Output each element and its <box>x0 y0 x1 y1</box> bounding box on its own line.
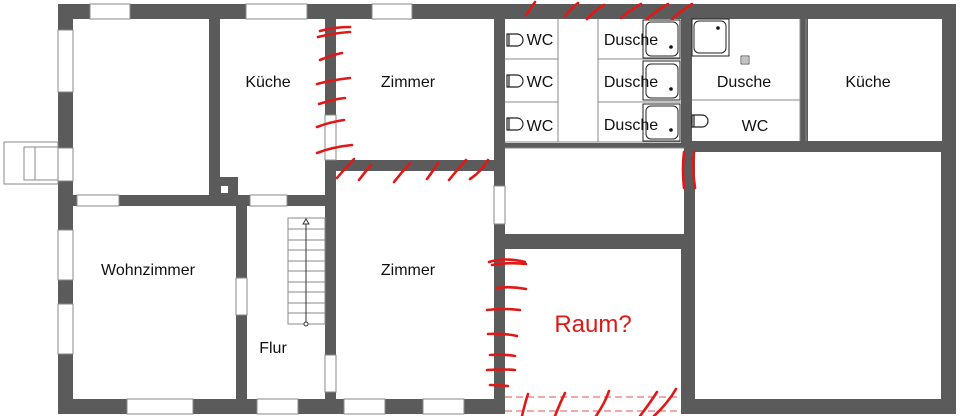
toilet-fixtures <box>506 33 709 131</box>
shower-fixtures <box>642 18 750 142</box>
label-wc-2: WC <box>527 74 554 91</box>
demolition-marks <box>315 0 697 416</box>
label-zimmer-bottom: Zimmer <box>381 262 436 279</box>
label-kueche-right: Küche <box>845 74 890 91</box>
room-wohnzimmer <box>73 206 236 399</box>
toilet-icon <box>506 117 524 131</box>
door-opening <box>493 185 506 225</box>
window <box>126 398 194 415</box>
label-wc-3: WC <box>527 118 554 135</box>
window <box>57 29 74 93</box>
door-opening <box>235 277 248 316</box>
window <box>371 3 413 20</box>
window <box>343 398 386 415</box>
room-zimmer-bottom <box>336 171 494 399</box>
label-dusche-3: Dusche <box>604 117 658 134</box>
room-corridor-middle <box>505 148 684 234</box>
label-dusche-2: Dusche <box>604 74 658 91</box>
window <box>57 229 74 281</box>
shower-tray-icon <box>642 60 681 101</box>
sanitary-partitions <box>505 19 807 149</box>
label-zimmer-top: Zimmer <box>381 74 436 91</box>
windows <box>57 3 506 415</box>
room-kueche-left <box>220 19 325 195</box>
room-labels: Küche Zimmer WC WC WC Dusche Dusche Dusc… <box>101 32 891 357</box>
staircase-icon <box>287 217 326 327</box>
drain-icon <box>740 55 750 65</box>
toilet-icon <box>691 114 709 128</box>
door-opening <box>324 114 337 161</box>
window <box>89 3 131 20</box>
window <box>256 398 299 415</box>
label-kueche-left: Küche <box>245 74 290 91</box>
entrance-steps <box>3 141 59 185</box>
room-kueche-right <box>808 19 942 141</box>
room-interiors <box>73 19 942 399</box>
room-top-left <box>73 19 209 195</box>
door-opening <box>57 147 74 182</box>
room-raum-question <box>505 249 681 399</box>
room-large-right <box>695 152 941 399</box>
label-dusche-1: Dusche <box>604 32 658 49</box>
door-opening <box>324 354 337 393</box>
toilet-icon <box>506 74 524 88</box>
window <box>57 303 74 355</box>
window <box>422 398 465 415</box>
shower-tray-icon <box>642 19 681 59</box>
label-dusche-right: Dusche <box>717 74 771 91</box>
shower-tray-icon <box>691 18 730 57</box>
door-opening <box>249 194 288 207</box>
label-raum-question: Raum? <box>554 311 631 338</box>
label-flur: Flur <box>259 340 287 357</box>
toilet-icon <box>506 33 524 47</box>
shower-tray-icon <box>642 103 681 142</box>
door-opening <box>76 194 120 207</box>
label-wohnzimmer: Wohnzimmer <box>101 262 196 279</box>
label-wc-right: WC <box>742 118 769 135</box>
room-zimmer-top <box>336 19 494 160</box>
label-wc-1: WC <box>527 32 554 49</box>
window <box>245 3 308 20</box>
